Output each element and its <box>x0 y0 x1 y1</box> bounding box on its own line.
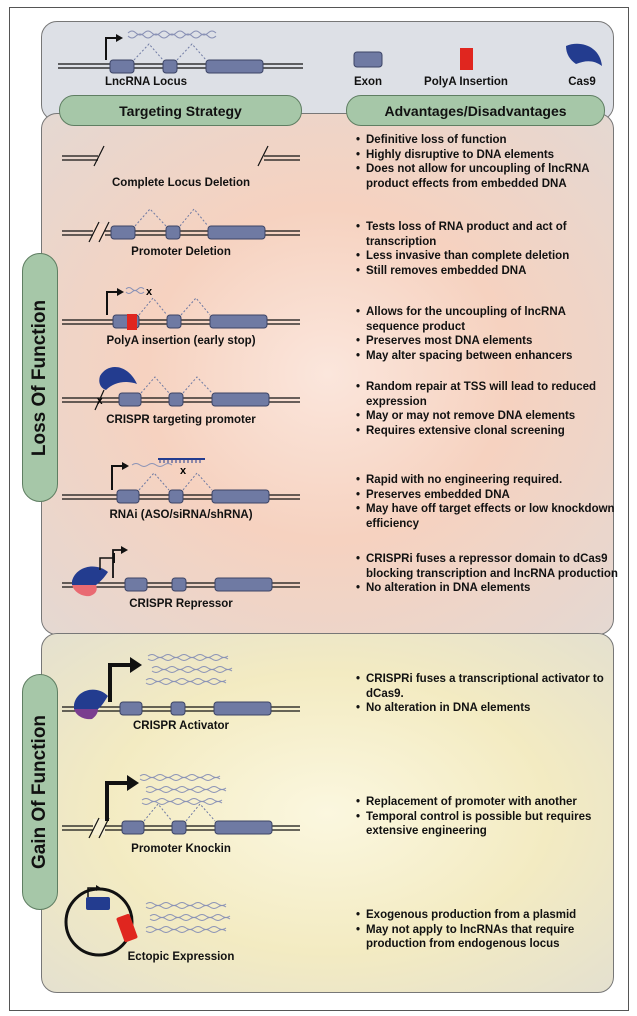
bullet: Tests loss of RNA product and act of tra… <box>356 220 618 249</box>
bullet: Still removes embedded DNA <box>356 264 618 279</box>
svg-text:x: x <box>146 286 153 298</box>
bullet: Definitive loss of function <box>356 133 618 148</box>
lncrna-locus-diagram <box>58 30 303 74</box>
loss-of-function-panel <box>41 113 614 635</box>
strategy-label: PolyA insertion (early stop) <box>106 335 256 347</box>
targeting-strategy-header: Targeting Strategy <box>59 95 302 126</box>
advantages-text: CRISPRi fuses a transcriptional activato… <box>356 672 618 716</box>
bullet: May not apply to lncRNAs that require pr… <box>356 923 618 952</box>
bullet: May or may not remove DNA elements <box>356 409 618 424</box>
svg-text:x: x <box>97 396 103 407</box>
complete-deletion-diagram <box>62 145 300 167</box>
bullet: Preserves most DNA elements <box>356 334 618 349</box>
advantages-text: CRISPRi fuses a repressor domain to dCas… <box>356 552 618 596</box>
bullet: Replacement of promoter with another <box>356 795 618 810</box>
bullet: No alteration in DNA elements <box>356 581 618 596</box>
advantages-text: Exogenous production from a plasmid May … <box>356 908 618 952</box>
bullet: CRISPRi fuses a repressor domain to dCas… <box>356 552 618 581</box>
exon-label: Exon <box>353 76 383 88</box>
strategy-label: Promoter Knockin <box>131 843 231 855</box>
polya-legend-swatch <box>460 48 473 70</box>
polya-insertion-diagram: x <box>62 286 300 330</box>
strategy-label: Ectopic Expression <box>127 951 235 963</box>
svg-text:x: x <box>180 465 187 477</box>
bullet: Temporal control is possible but require… <box>356 810 618 839</box>
crispr-repressor-diagram <box>62 546 300 597</box>
bullet: CRISPRi fuses a transcriptional activato… <box>356 672 618 701</box>
strategy-label: CRISPR targeting promoter <box>106 414 256 426</box>
strategy-label: Promoter Deletion <box>131 246 231 258</box>
polya-label: PolyA Insertion <box>424 76 508 88</box>
strategy-label: CRISPR Activator <box>132 720 230 732</box>
bullet: Allows for the uncoupling of lncRNA sequ… <box>356 305 618 334</box>
bullet: Highly disruptive to DNA elements <box>356 148 618 163</box>
loss-of-function-label: Loss Of Function <box>22 253 58 502</box>
bullet: Exogenous production from a plasmid <box>356 908 618 923</box>
bullet: May have off target effects or low knock… <box>356 502 618 531</box>
gain-of-function-label: Gain Of Function <box>22 674 58 910</box>
cas9-legend-icon <box>566 43 602 66</box>
strategy-label: CRISPR Repressor <box>129 598 233 610</box>
locus-label: LncRNA Locus <box>105 76 187 88</box>
advantages-text: Allows for the uncoupling of lncRNA sequ… <box>356 305 618 363</box>
bullet: May alter spacing between enhancers <box>356 349 618 364</box>
bullet: Less invasive than complete deletion <box>356 249 618 264</box>
crispr-promoter-diagram: x <box>62 366 300 411</box>
bullet: Does not allow for uncoupling of lncRNA … <box>356 162 618 191</box>
crispr-activator-diagram <box>62 654 300 720</box>
advantages-text: Definitive loss of function Highly disru… <box>356 133 618 191</box>
bullet: No alteration in DNA elements <box>356 701 618 716</box>
strategy-label: Complete Locus Deletion <box>111 177 251 189</box>
promoter-knockin-diagram <box>62 774 300 839</box>
bullet: Rapid with no engineering required. <box>356 473 618 488</box>
advantages-text: Tests loss of RNA product and act of tra… <box>356 220 618 278</box>
advantages-header: Advantages/Disadvantages <box>346 95 605 126</box>
bullet: Random repair at TSS will lead to reduce… <box>356 380 618 409</box>
exon-legend-swatch <box>353 51 383 68</box>
advantages-text: Replacement of promoter with another Tem… <box>356 795 618 839</box>
bullet: Requires extensive clonal screening <box>356 424 618 439</box>
ectopic-expression-diagram <box>64 885 231 957</box>
promoter-deletion-diagram <box>62 208 300 243</box>
figure-frame <box>9 7 629 1011</box>
bullet: Preserves embedded DNA <box>356 488 618 503</box>
advantages-text: Rapid with no engineering required. Pres… <box>356 473 618 531</box>
cas9-label: Cas9 <box>568 76 596 88</box>
rnai-diagram: x <box>62 458 300 504</box>
advantages-text: Random repair at TSS will lead to reduce… <box>356 380 618 438</box>
strategy-label: RNAi (ASO/siRNA/shRNA) <box>109 509 253 521</box>
